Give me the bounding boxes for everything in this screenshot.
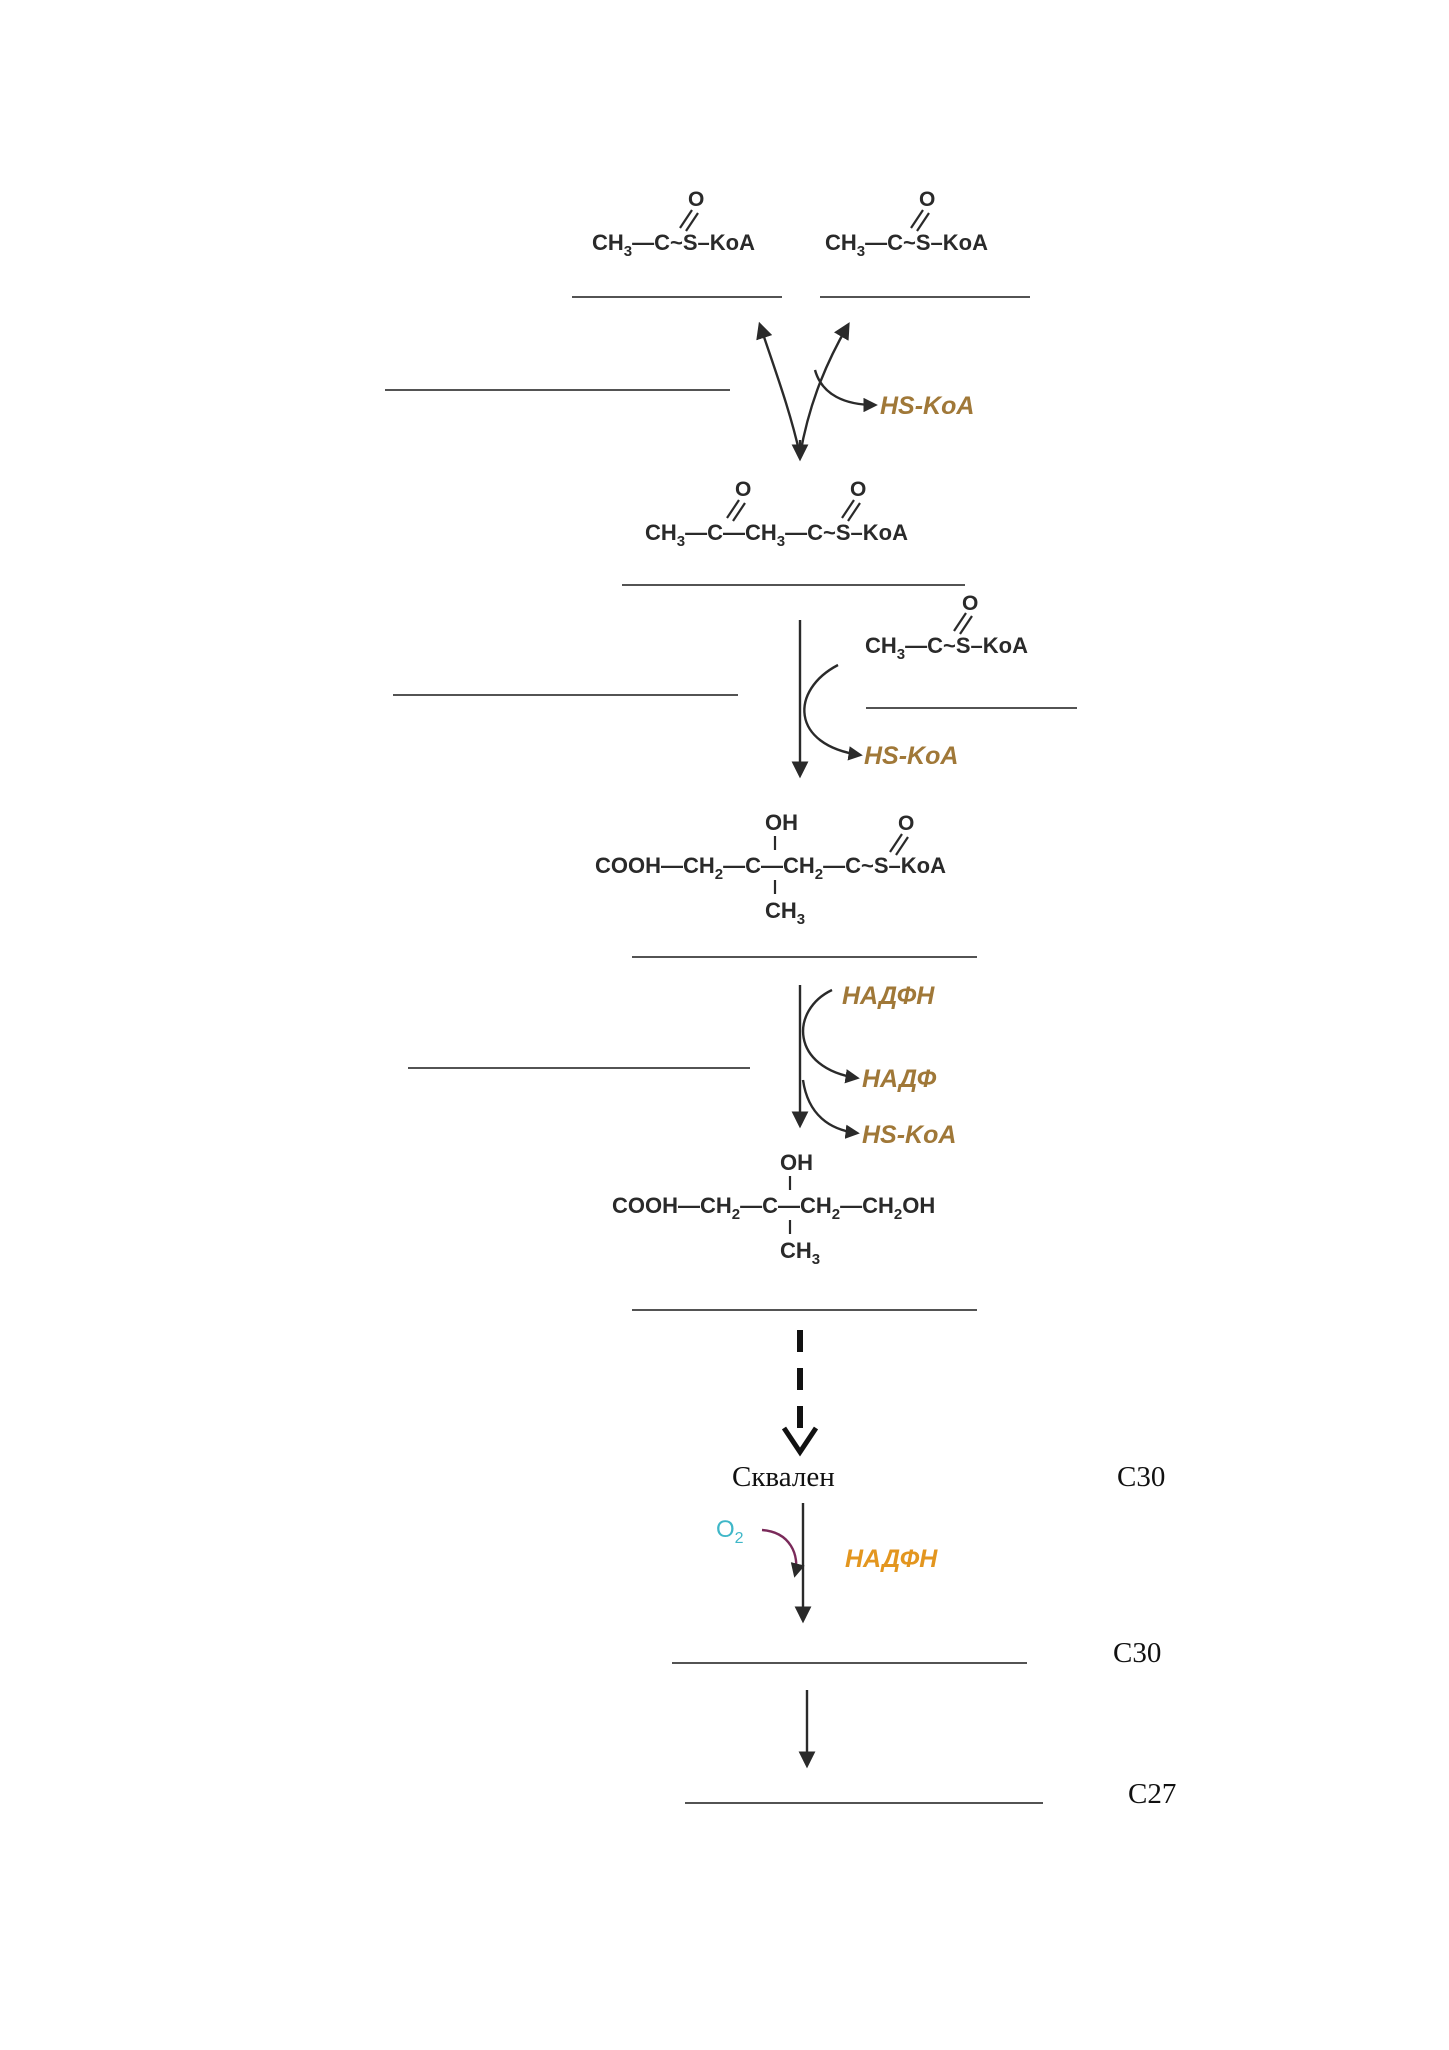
svg-text:OH: OH	[765, 810, 798, 835]
hs-koa-label-3: HS-KoA	[862, 1121, 956, 1149]
svg-text:O: O	[962, 592, 978, 615]
svg-text:CH3: CH3	[780, 1238, 820, 1268]
c30-label-2: С30	[1113, 1637, 1161, 1669]
dashed-arrow	[781, 1330, 819, 1457]
svg-text:CH3: CH3	[765, 898, 805, 928]
svg-text:O: O	[688, 188, 704, 211]
svg-text:CH3—C—CH3—C~S–KoA: CH3—C—CH3—C~S–KoA	[645, 520, 908, 550]
nadph-label-1: НАДФН	[842, 982, 935, 1010]
svg-text:CH3—C~S–KoA: CH3—C~S–KoA	[865, 633, 1028, 663]
nadph-label-2: НАДФН	[845, 1545, 938, 1573]
svg-text:O: O	[850, 478, 866, 501]
svg-text:OH: OH	[780, 1150, 813, 1175]
acetyl-coa-right: CH3—C~S–KoA O	[825, 188, 988, 260]
hs-koa-label-1: HS-KoA	[880, 392, 974, 420]
svg-text:O: O	[898, 812, 914, 835]
c30-label-1: С30	[1117, 1461, 1165, 1493]
svg-text:O: O	[919, 188, 935, 211]
svg-text:O: O	[735, 478, 751, 501]
step3-arrows	[791, 985, 860, 1139]
acetyl-coa-left: CH3—C~S–KoA O	[592, 188, 755, 260]
c27-label: С27	[1128, 1778, 1176, 1810]
svg-text:COOH—CH2—C—CH2—CH2OH: COOH—CH2—C—CH2—CH2OH	[612, 1193, 935, 1223]
svg-text:CH3—C~S–KoA: CH3—C~S–KoA	[592, 230, 755, 260]
hmg-coa: OH COOH—CH2—C—CH2—C~S–KoA CH3 O	[595, 810, 946, 928]
acetoacetyl-coa: CH3—C—CH3—C~S–KoA O O	[645, 478, 908, 550]
squalene-label: Сквален	[732, 1461, 835, 1493]
acetyl-coa-third: CH3—C~S–KoA O	[865, 592, 1028, 663]
svg-text:CH3—C~S–KoA: CH3—C~S–KoA	[825, 230, 988, 260]
svg-text:COOH—CH2—C—CH2—C~S–KoA: COOH—CH2—C—CH2—C~S–KoA	[595, 853, 946, 883]
condensation-arrows	[756, 321, 878, 462]
hs-koa-label-2: HS-KoA	[864, 742, 958, 770]
oxygen-label: O2	[716, 1516, 744, 1547]
mevalonate: OH COOH—CH2—C—CH2—CH2OH CH3	[612, 1150, 935, 1268]
squalene-arrows	[761, 1503, 812, 1624]
nadp-label: НАДФ	[862, 1065, 937, 1093]
step2-arrows	[791, 620, 863, 779]
